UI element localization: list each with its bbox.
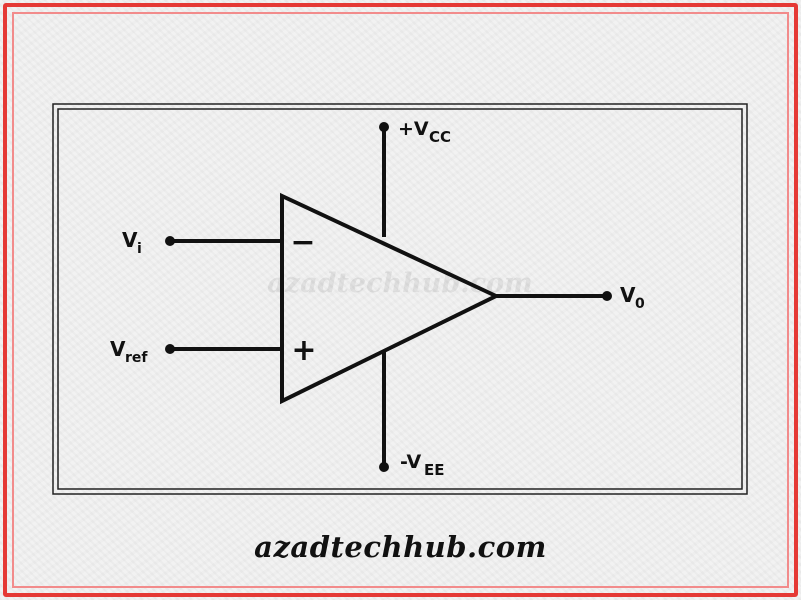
outer-red-frame bbox=[3, 3, 798, 597]
vee-label: -V bbox=[400, 451, 422, 473]
vref-terminal bbox=[165, 344, 175, 354]
diagram-border-inner bbox=[57, 108, 743, 490]
vo-terminal bbox=[602, 291, 612, 301]
vref-label-subscript: ref bbox=[125, 350, 148, 366]
site-caption: azadtechhub.com bbox=[254, 530, 547, 564]
diagram-border bbox=[52, 103, 748, 495]
vi-terminal bbox=[165, 236, 175, 246]
vee-terminal bbox=[379, 462, 389, 472]
vee-label-main: -V bbox=[400, 451, 422, 473]
vcc-label-main: +V bbox=[398, 118, 429, 140]
vo-label-subscript: 0 bbox=[635, 296, 645, 312]
vi-label-subscript: i bbox=[137, 241, 142, 257]
non-inverting-sign: + bbox=[291, 333, 316, 368]
vi-label: V bbox=[122, 228, 138, 252]
vcc-label-subscript: CC bbox=[429, 128, 451, 146]
vref-label: V bbox=[110, 337, 126, 361]
inverting-sign: − bbox=[290, 225, 315, 260]
vcc-label: +V bbox=[398, 118, 429, 140]
op-amp-triangle bbox=[280, 192, 501, 405]
vee-label-subscript: EE bbox=[424, 461, 445, 479]
vcc-terminal bbox=[379, 122, 389, 132]
inner-pink-frame bbox=[12, 12, 789, 588]
vo-label: V bbox=[620, 283, 636, 307]
